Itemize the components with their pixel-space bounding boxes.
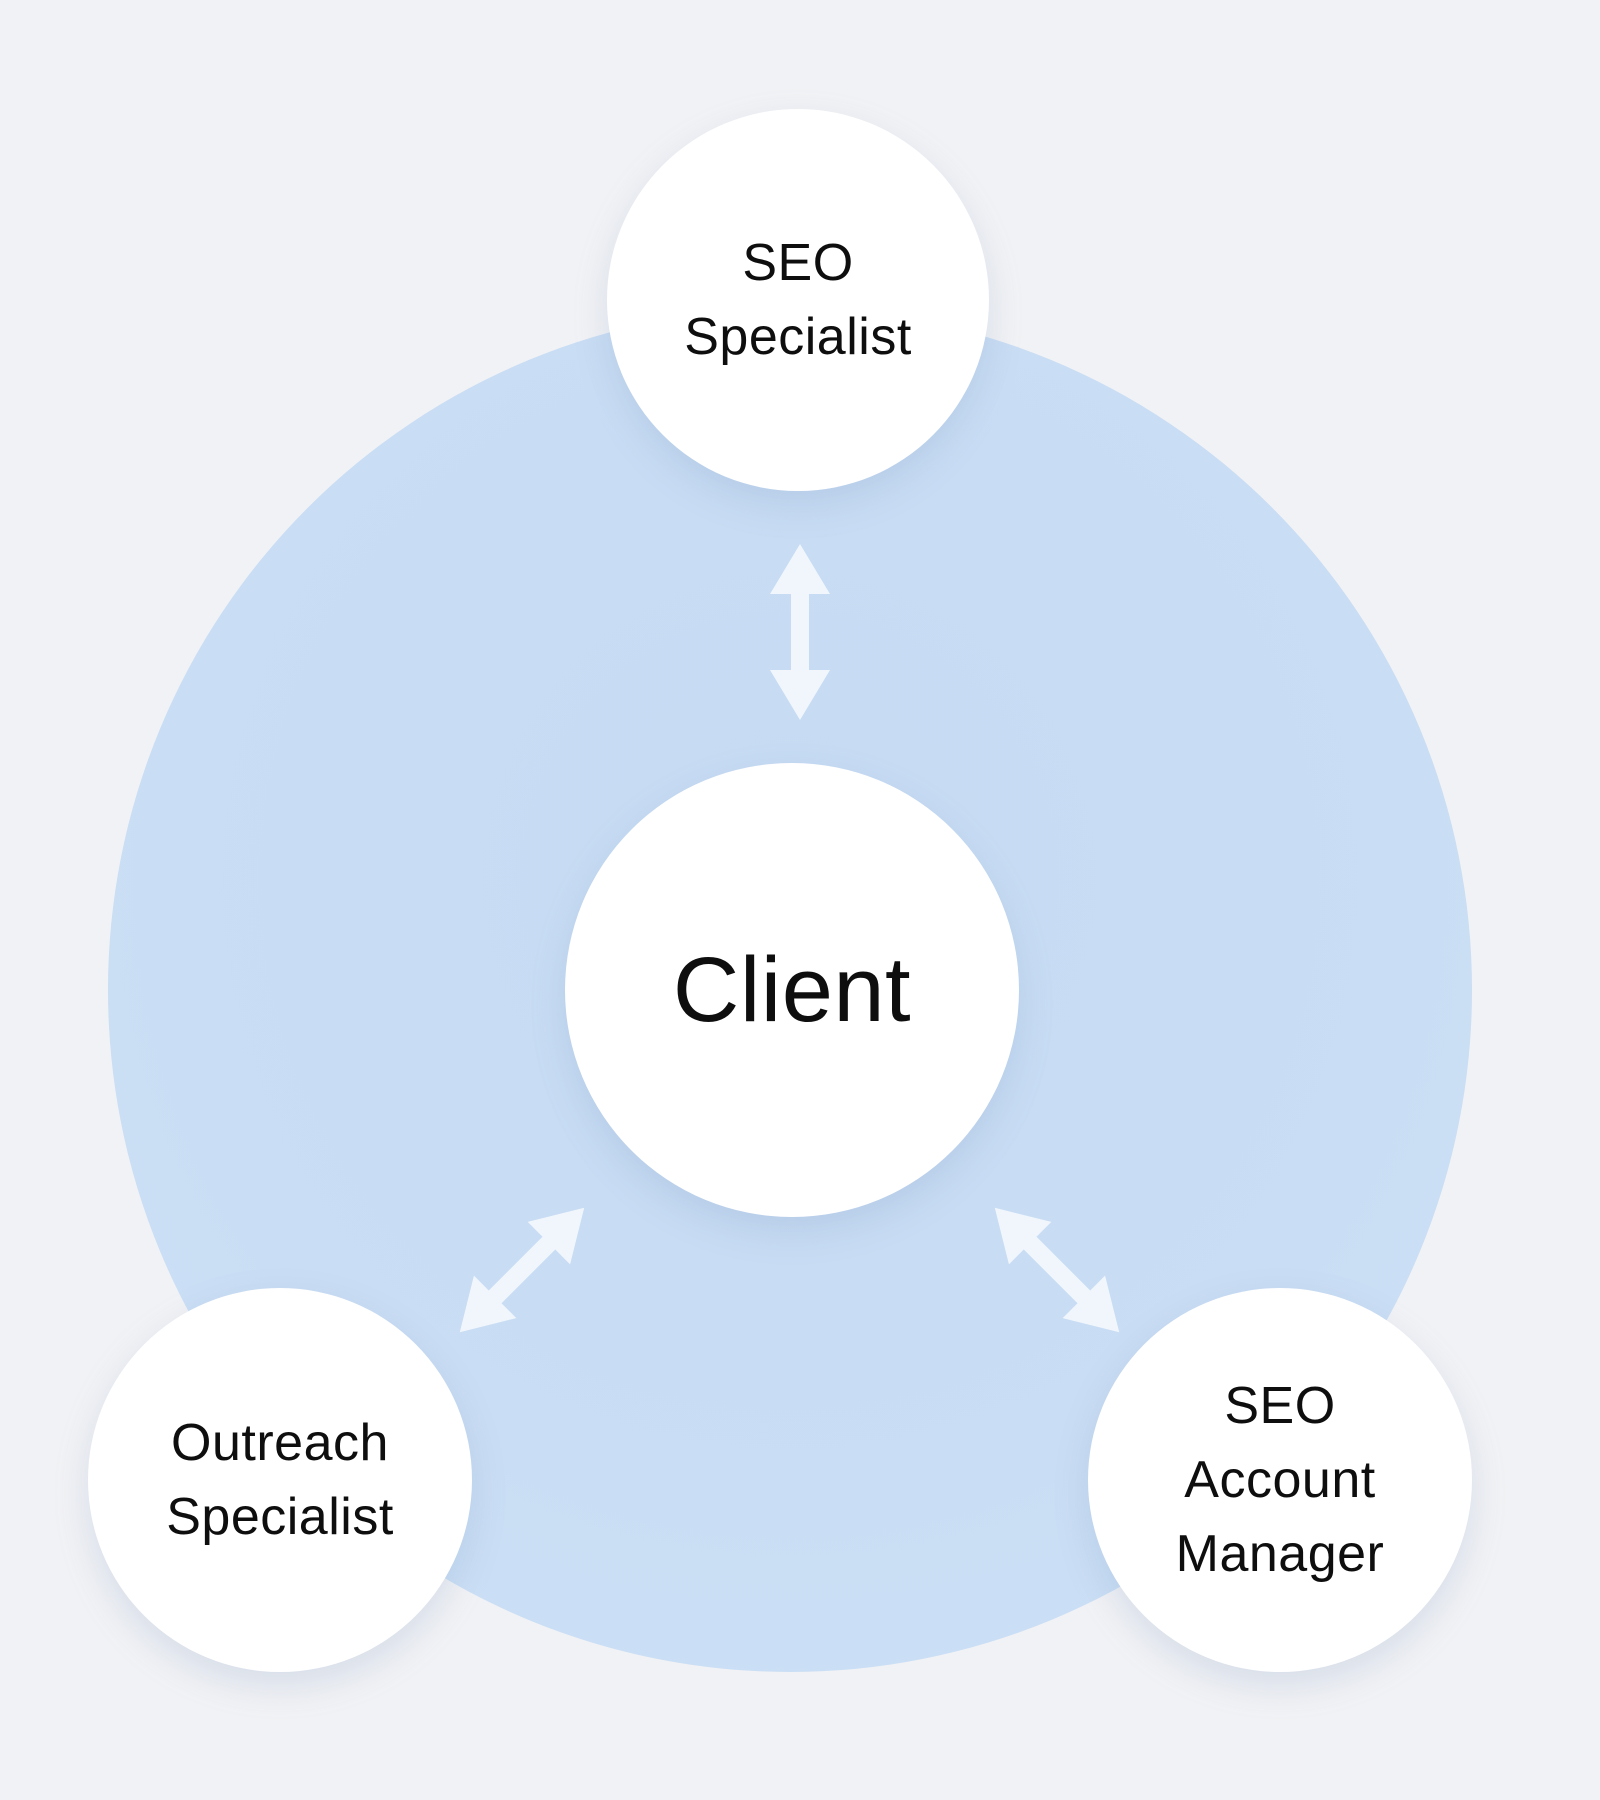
node-seo-account-manager-label: SEO Account Manager xyxy=(1175,1377,1385,1583)
double-arrow-client-seo-specialist xyxy=(770,544,830,720)
node-outreach-specialist-label: Outreach Specialist xyxy=(166,1414,394,1546)
double-arrow-icon xyxy=(459,1207,585,1333)
node-outreach-specialist: Outreach Specialist xyxy=(88,1288,472,1672)
double-arrow-icon xyxy=(994,1207,1120,1333)
double-arrow-client-outreach-specialist xyxy=(459,1207,585,1333)
double-arrow-icon xyxy=(770,544,830,720)
node-seo-account-manager: SEO Account Manager xyxy=(1088,1288,1472,1672)
double-arrow-client-seo-account-manager xyxy=(994,1207,1120,1333)
node-seo-specialist: SEO Specialist xyxy=(607,109,989,491)
node-seo-specialist-label: SEO Specialist xyxy=(684,234,912,366)
node-client-label: Client xyxy=(672,938,912,1041)
node-client: Client xyxy=(565,763,1019,1217)
